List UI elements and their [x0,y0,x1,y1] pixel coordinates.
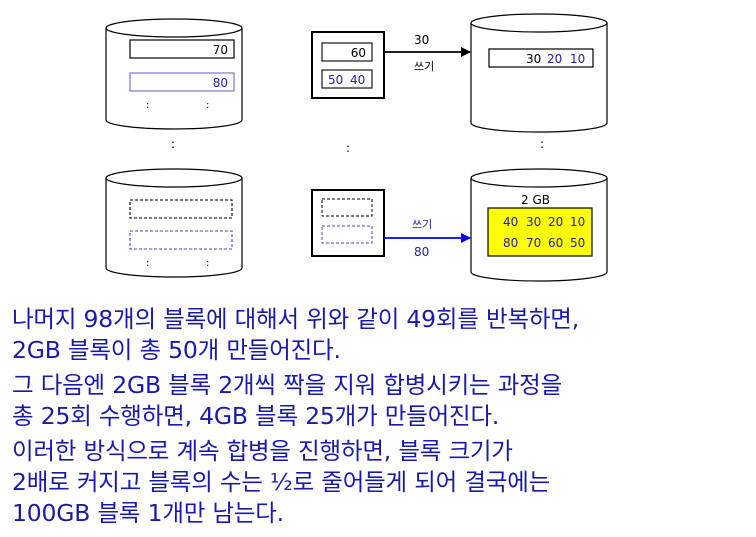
merged-value-r2c1: 80 [503,236,518,250]
buffer-block-2 [321,69,373,89]
empty-run-block-2 [129,230,233,250]
paragraph-3-line-3: 100GB 블록 1개만 남는다. [12,499,284,527]
vertical-ellipsis: : [540,137,544,151]
merge-diagram: 70 80 : : : : : : : 60 50 40 30 쓰기 30 20 [105,13,608,282]
run-block-1 [129,39,235,59]
merged-value-r1c2: 30 [526,215,541,229]
output-value-3: 10 [570,52,585,66]
disk-cylinder-bottom-right: 2 GB 40 30 20 10 80 70 60 50 [470,168,608,282]
empty-buffer-block-2 [321,225,373,244]
run-block-1-value: 70 [213,43,228,57]
empty-run-block-1 [129,199,233,219]
merged-value-r1c4: 10 [570,215,585,229]
merged-run-block [487,207,593,257]
memory-buffer-top: 60 50 40 [311,31,385,99]
ellipsis-dots: : [146,258,149,269]
write-arrow-top-label: 쓰기 [414,60,434,73]
run-block-2 [129,72,235,92]
paragraph-3-line-1: 이러한 방식으로 계속 합병을 진행하면, 블록 크기가 [12,437,513,465]
vertical-ellipsis: : [171,137,175,151]
paragraph-2: 그 다음엔 2GB 블록 2개씩 짝을 지워 합병시키는 과정을 총 25회 수… [12,370,562,432]
buffer-block-2-value-a: 50 [328,73,343,87]
paragraph-1-line-1: 나머지 98개의 블록에 대해서 위와 같이 49회를 반복하면, [12,305,579,333]
write-arrow-bottom: 쓰기 80 [384,218,471,259]
write-arrow-bottom-number: 80 [414,245,429,259]
output-value-2: 20 [547,52,562,66]
write-arrow-bottom-label: 쓰기 [412,218,432,231]
ellipsis-dots: : [206,258,209,269]
merged-value-r2c4: 50 [570,236,585,250]
paragraph-3: 이러한 방식으로 계속 합병을 진행하면, 블록 크기가 2배로 커지고 블록의… [12,436,550,529]
paragraph-1-line-2: 2GB 블록이 총 50개 만들어진다. [12,336,341,364]
output-run-block [488,48,594,68]
write-arrow-top: 30 쓰기 [384,33,471,73]
buffer-block-1-value: 60 [351,46,366,60]
merged-value-r1c3: 20 [548,215,563,229]
run-block-2-value: 80 [213,76,228,90]
merged-value-r1c1: 40 [503,215,518,229]
paragraph-1: 나머지 98개의 블록에 대해서 위와 같이 49회를 반복하면, 2GB 블록… [12,304,579,366]
ellipsis-dots: : [206,100,209,111]
empty-buffer-block-1 [321,198,373,217]
memory-buffer-bottom [311,189,385,257]
disk-cylinder-top-right: 30 20 10 [470,13,608,133]
buffer-block-2-value-b: 40 [350,73,365,87]
write-arrow-top-number: 30 [414,33,429,47]
vertical-ellipsis: : [346,141,350,155]
merged-value-r2c2: 70 [526,236,541,250]
merged-value-r2c3: 60 [548,236,563,250]
disk-cylinder-bottom-left: : : [105,168,243,278]
buffer-block-1 [321,42,373,62]
paragraph-2-line-2: 총 25회 수행하면, 4GB 블록 25개가 만들어진다. [12,402,500,430]
paragraph-2-line-1: 그 다음엔 2GB 블록 2개씩 짝을 지워 합병시키는 과정을 [12,371,562,399]
paragraph-3-line-2: 2배로 커지고 블록의 수는 ½로 줄어들게 되어 결국에는 [12,468,551,496]
output-value-1: 30 [526,52,541,66]
ellipsis-dots: : [146,100,149,111]
disk-cylinder-top-left: 70 80 : : [105,18,243,130]
merged-block-size-label: 2 GB [521,193,550,207]
